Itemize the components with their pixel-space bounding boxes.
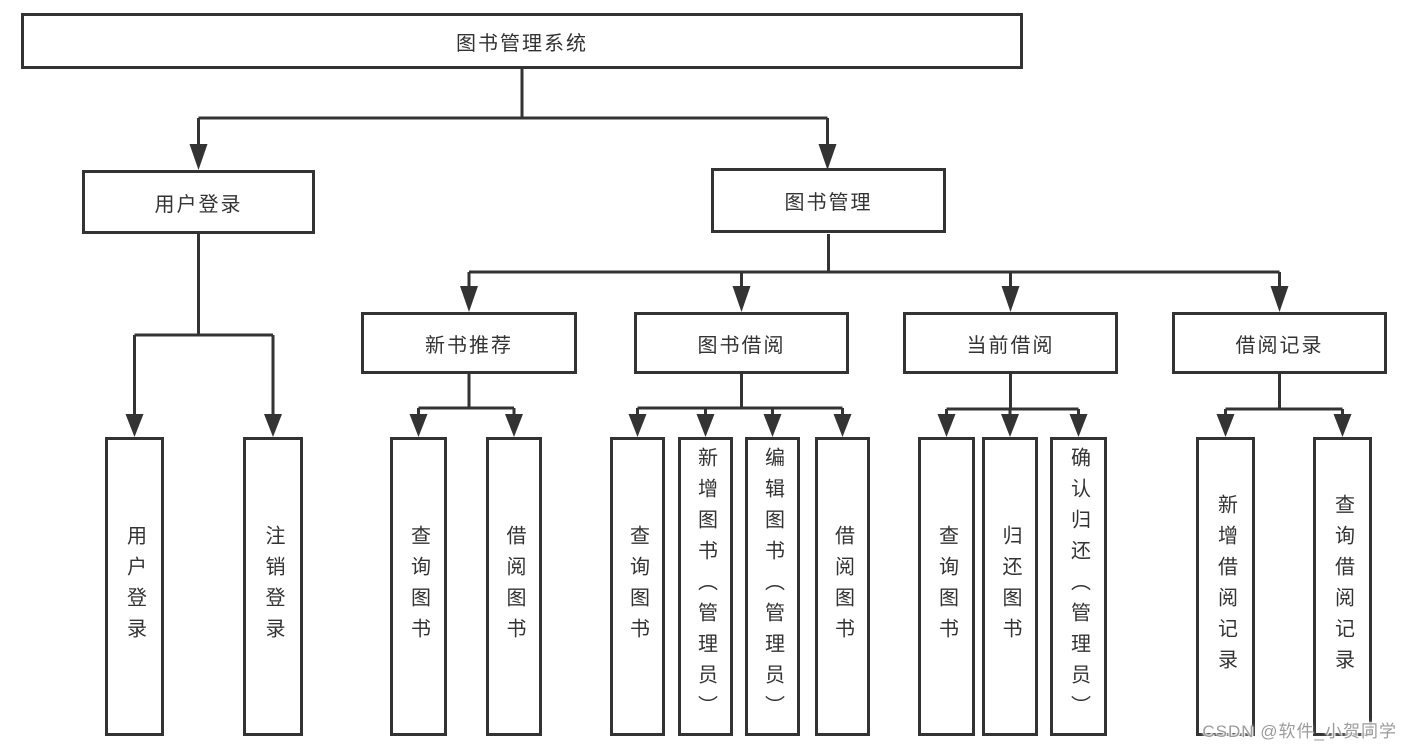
leaf-add-borrow-record-label: 新增借阅记录 xyxy=(1214,493,1237,680)
leaf-edit-books-admin: 编辑图书（管理员） xyxy=(745,437,800,736)
leaf-query-books-2: 查询图书 xyxy=(610,437,665,736)
node-book-management: 图书管理 xyxy=(711,168,946,233)
connector-current-borrowing-to-leaves xyxy=(945,374,1080,418)
node-book-borrowing-label: 图书借阅 xyxy=(697,334,786,357)
leaf-confirm-return-admin-label: 确认归还（管理员） xyxy=(1067,447,1090,726)
leaf-query-books-1-label: 查询图书 xyxy=(407,524,430,649)
node-user-login: 用户登录 xyxy=(82,170,315,234)
leaf-borrow-books-2-label: 借阅图书 xyxy=(831,524,854,649)
leaf-query-books-1: 查询图书 xyxy=(390,437,447,736)
node-current-borrowing: 当前借阅 xyxy=(903,312,1118,374)
leaf-query-borrow-record-label: 查询借阅记录 xyxy=(1331,493,1354,680)
connector-user-login-to-leaves xyxy=(133,234,275,418)
arrowheads-new-book-rec-leaves xyxy=(409,414,523,437)
leaf-query-borrow-record: 查询借阅记录 xyxy=(1313,437,1372,736)
leaf-query-books-2-label: 查询图书 xyxy=(626,524,649,649)
node-book-borrowing: 图书借阅 xyxy=(634,312,849,374)
leaf-add-books-admin-label: 新增图书（管理员） xyxy=(694,447,717,726)
leaf-borrow-books-1-label: 借阅图书 xyxy=(503,524,525,649)
arrowheads-level3 xyxy=(460,286,1289,312)
node-new-book-recommendation-label: 新书推荐 xyxy=(425,334,513,357)
leaf-query-books-3: 查询图书 xyxy=(918,437,975,736)
leaf-return-books-label: 归还图书 xyxy=(999,524,1021,649)
node-root-system: 图书管理系统 xyxy=(21,13,1023,69)
node-new-book-recommendation: 新书推荐 xyxy=(361,312,577,374)
leaf-logout: 注销登录 xyxy=(243,437,303,736)
leaf-add-borrow-record: 新增借阅记录 xyxy=(1196,437,1255,736)
arrowheads-book-borrowing-leaves xyxy=(628,414,852,437)
arrowheads-current-borrowing-leaves xyxy=(937,414,1088,437)
csdn-watermark: CSDN @软件_小贺同学 xyxy=(1202,722,1397,741)
leaf-add-books-admin: 新增图书（管理员） xyxy=(678,437,733,736)
node-current-borrowing-label: 当前借阅 xyxy=(966,334,1055,357)
leaf-borrow-books-2: 借阅图书 xyxy=(815,437,870,736)
arrowheads-root-to-level2 xyxy=(189,144,837,170)
node-borrowing-records: 借阅记录 xyxy=(1172,312,1387,374)
connector-new-book-rec-to-leaves xyxy=(417,374,516,418)
connector-book-management-to-level3 xyxy=(467,234,1281,292)
leaf-confirm-return-admin: 确认归还（管理员） xyxy=(1050,437,1107,736)
node-borrowing-records-label: 借阅记录 xyxy=(1235,334,1324,357)
node-user-login-label: 用户登录 xyxy=(154,193,243,216)
connector-borrowing-records-to-leaves xyxy=(1224,374,1344,418)
node-root-system-label: 图书管理系统 xyxy=(456,32,588,55)
connector-root-to-level2 xyxy=(197,69,829,150)
leaf-edit-books-admin-label: 编辑图书（管理员） xyxy=(761,447,784,726)
leaf-user-login-label: 用户登录 xyxy=(123,524,146,649)
leaf-logout-label: 注销登录 xyxy=(262,524,284,649)
leaf-user-login: 用户登录 xyxy=(105,437,164,736)
leaf-query-books-3-label: 查询图书 xyxy=(935,524,958,649)
connector-book-borrowing-to-leaves xyxy=(636,374,844,418)
arrowheads-user-login-leaves xyxy=(125,414,282,437)
arrowheads-borrowing-records-leaves xyxy=(1216,414,1352,437)
leaf-borrow-books-1: 借阅图书 xyxy=(486,437,542,736)
leaf-return-books: 归还图书 xyxy=(982,437,1038,736)
node-book-management-label: 图书管理 xyxy=(784,192,873,214)
